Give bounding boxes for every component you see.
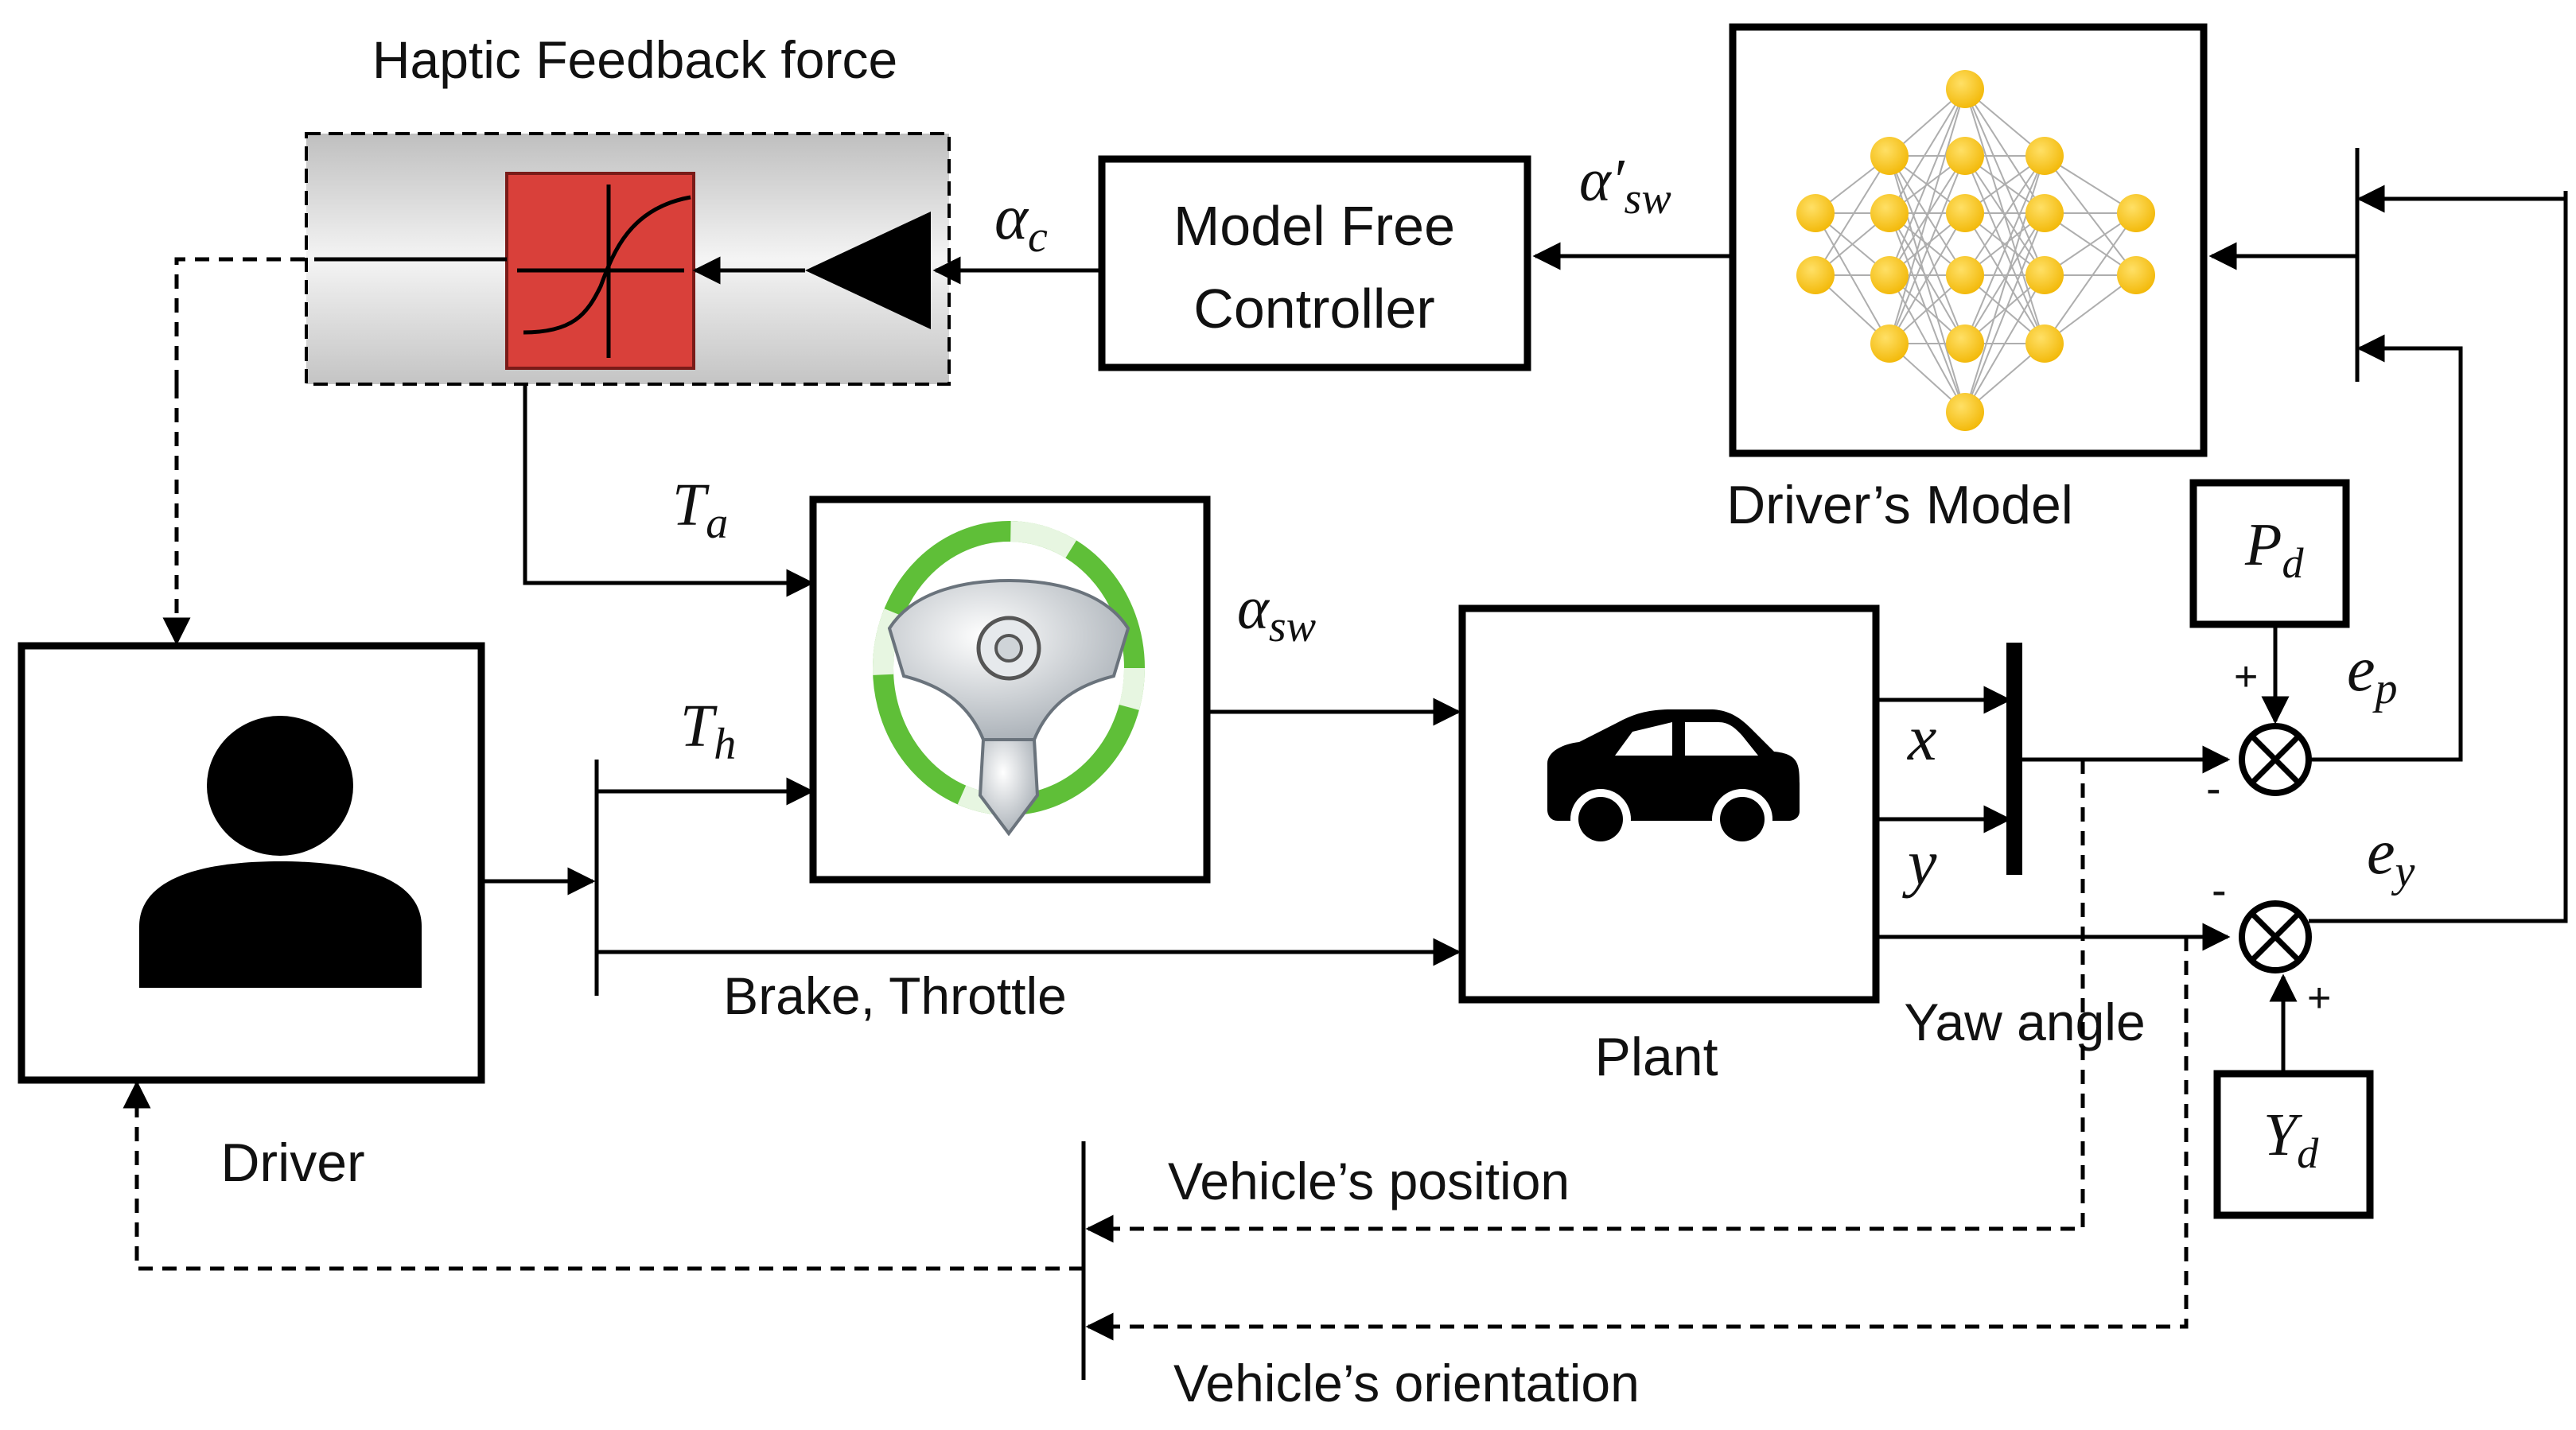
nn-neuron: [2025, 194, 2064, 232]
saturation-curve: [517, 185, 691, 358]
pd-block: [2189, 479, 2350, 628]
person-icon: [139, 716, 422, 988]
nn-edge: [1889, 155, 1966, 413]
y-label: y: [1902, 826, 1937, 899]
alpha-c-label: αc: [994, 183, 1048, 262]
ep-feedback-arrow-head: [2356, 334, 2463, 363]
minus-sign-bottom: -: [2212, 865, 2227, 915]
nn-neuron: [1946, 194, 1984, 232]
nn-edge: [1889, 88, 1966, 344]
nn-neuron: [1870, 194, 1909, 232]
pd-label: Pd: [2244, 511, 2304, 587]
nn-neuron: [2117, 256, 2155, 294]
nn-edge: [2044, 212, 2137, 344]
controller-label-line2: Controller: [1193, 278, 1434, 340]
ey-label: ey: [2367, 818, 2415, 896]
haptic-to-driver-dashed: [174, 257, 314, 384]
feedback-to-driver-dashed-arrow: [123, 1080, 1084, 1271]
nn-edge: [1964, 274, 2045, 413]
plant-label: Plant: [1595, 1027, 1718, 1087]
ey-feedback-arrow-head: [2356, 185, 2568, 213]
nn-neuron: [2025, 256, 2064, 294]
nn-edge: [1964, 155, 2045, 413]
ta-signal-arrow: [523, 384, 815, 597]
ep-feedback-line: [2309, 350, 2463, 762]
nn-edge: [1889, 212, 1966, 344]
ep-label: ep: [2347, 635, 2398, 713]
nn-edge: [1889, 212, 1966, 413]
yaw-angle-label: Yaw angle: [1904, 993, 2145, 1051]
nn-neuron: [1946, 137, 1984, 175]
vehicle-position-label: Vehicle’s position: [1168, 1152, 1570, 1210]
nn-neuron: [1946, 70, 1984, 108]
t-a-label: Ta: [672, 472, 728, 548]
steering-wheel-icon: [873, 521, 1145, 837]
nn-neuron: [2025, 324, 2064, 363]
nn-neuron: [1796, 256, 1835, 294]
nn-neuron: [1870, 256, 1909, 294]
ep-sum-junction: [2239, 723, 2312, 796]
car-icon: [1547, 709, 1800, 849]
nn-neuron: [1796, 194, 1835, 232]
vehicle-orientation-label: Vehicle’s orientation: [1173, 1354, 1640, 1413]
minus-sign-top: -: [2206, 763, 2221, 813]
vehicle-orientation-dashed-arrow: [1085, 937, 2189, 1341]
nn-edge: [1815, 155, 1890, 276]
nn-edge: [1815, 212, 1890, 344]
nn-neuron: [1946, 324, 1984, 363]
ey-sum-junction: [2239, 900, 2312, 973]
nn-neuron: [2117, 194, 2155, 232]
brake-throttle-label: Brake, Throttle: [723, 966, 1067, 1025]
gain-triangle: [805, 212, 931, 329]
plus-sign-bottom: +: [2307, 975, 2331, 1021]
nn-edge: [1889, 155, 1966, 344]
nn-edge: [1964, 88, 2045, 214]
neural-network-nodes: [1796, 70, 2155, 431]
nn-neuron: [2025, 137, 2064, 175]
nn-edge: [1889, 88, 1966, 214]
nn-neuron: [1870, 324, 1909, 363]
model-free-controller-block: [1098, 155, 1531, 371]
alpha-sw-label: αsw: [1237, 575, 1316, 651]
nn-neuron: [1946, 393, 1984, 431]
yd-block: [2213, 1070, 2374, 1219]
driver-label: Driver: [220, 1133, 364, 1193]
nn-neuron: [1870, 137, 1909, 175]
nn-edge: [1964, 155, 2045, 276]
nn-neuron: [1946, 256, 1984, 294]
nn-edge: [2044, 155, 2137, 276]
plus-sign-top: +: [2234, 654, 2258, 700]
nn-edge: [1964, 212, 2045, 413]
haptic-title: Haptic Feedback force: [372, 30, 897, 89]
nn-edge: [1964, 155, 2045, 344]
ey-feedback-line: [2309, 199, 2568, 923]
t-h-label: Th: [680, 693, 736, 769]
nn-edge: [1889, 88, 1966, 276]
nn-edge: [1964, 212, 2045, 344]
alpha-prime-sw-label: α′sw: [1579, 147, 1671, 223]
x-label: x: [1907, 701, 1936, 774]
yd-label: Yd: [2263, 1102, 2319, 1177]
drivers-model-label: Driver’s Model: [1726, 475, 2073, 535]
vehicle-position-dashed-arrow: [1085, 760, 2085, 1243]
controller-label-line1: Model Free: [1173, 195, 1455, 257]
